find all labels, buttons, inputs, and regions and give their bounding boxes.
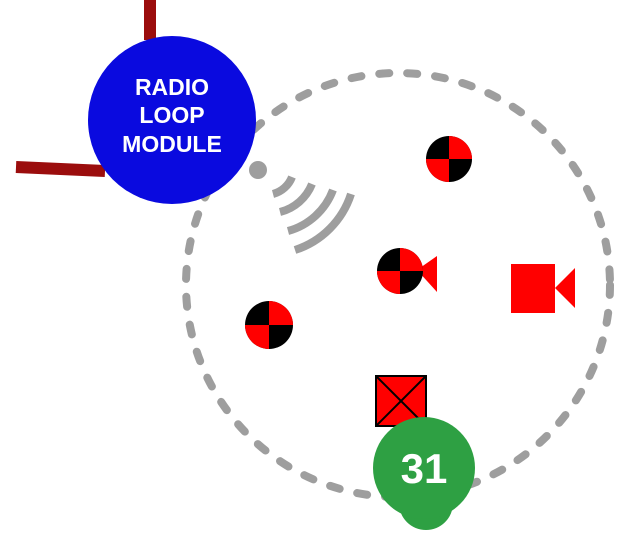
module-label-line2: LOOP bbox=[139, 102, 204, 128]
module-label-line3: MODULE bbox=[122, 131, 222, 157]
radio-loop-module[interactable]: RADIO LOOP MODULE bbox=[88, 36, 256, 204]
wireless-signal-icon bbox=[249, 161, 355, 254]
smoke-detector-icon[interactable] bbox=[245, 301, 293, 349]
smoke-detector-icon[interactable] bbox=[426, 136, 472, 182]
camera-icon[interactable] bbox=[511, 264, 575, 313]
zone-number: 31 bbox=[401, 445, 448, 492]
module-label-line1: RADIO bbox=[135, 74, 209, 100]
zone-number-badge[interactable]: 31 bbox=[373, 417, 475, 530]
loop-wiring bbox=[15, 0, 156, 177]
smoke-detector-camera-icon[interactable] bbox=[377, 248, 437, 294]
